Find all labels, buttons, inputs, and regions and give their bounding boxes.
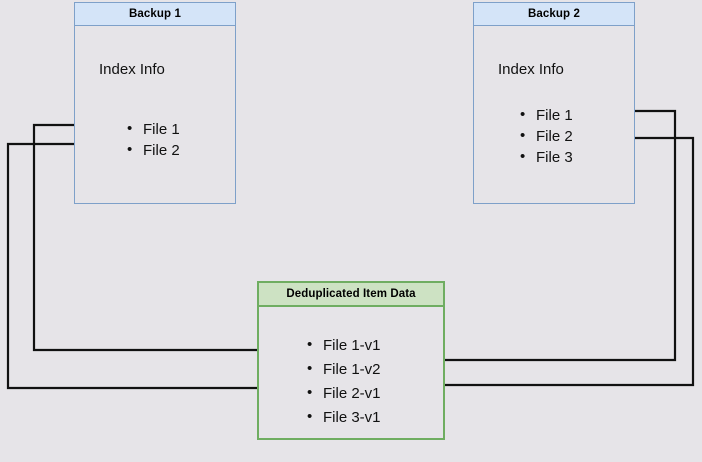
backup1-body: Index Info File 1 File 2: [75, 26, 235, 226]
backup1-title: Backup 1: [129, 8, 181, 20]
dedup-item[interactable]: File 3-v1: [307, 405, 381, 430]
backup2-file-list: File 1 File 2 File 3: [520, 104, 573, 168]
backup2-body: Index Info File 1 File 2 File 3: [474, 26, 634, 226]
dedup-item-list: File 1-v1 File 1-v2 File 2-v1 File 3-v1: [307, 333, 381, 430]
diagram-canvas: Backup 1 Index Info File 1 File 2 Backup…: [0, 0, 702, 442]
backup2-box[interactable]: Backup 2 Index Info File 1 File 2 File 3: [473, 2, 635, 204]
dedup-item[interactable]: File 1-v1: [307, 333, 381, 358]
backup1-file-item[interactable]: File 1: [127, 118, 180, 140]
dedup-item[interactable]: File 1-v2: [307, 357, 381, 382]
backup1-box[interactable]: Backup 1 Index Info File 1 File 2: [74, 2, 236, 204]
backup1-header: Backup 1: [75, 3, 235, 26]
dedup-box[interactable]: Deduplicated Item Data File 1-v1 File 1-…: [257, 281, 445, 440]
backup2-file-item[interactable]: File 3: [520, 146, 573, 168]
dedup-header: Deduplicated Item Data: [259, 283, 443, 307]
backup1-file-list: File 1 File 2: [127, 118, 180, 161]
backup2-title: Backup 2: [528, 8, 580, 20]
dedup-item[interactable]: File 2-v1: [307, 381, 381, 406]
backup1-index-info-label: Index Info: [99, 61, 165, 78]
dedup-title: Deduplicated Item Data: [286, 288, 416, 300]
dedup-body: File 1-v1 File 1-v2 File 2-v1 File 3-v1: [259, 307, 443, 462]
backup2-index-info-label: Index Info: [498, 61, 564, 78]
backup2-header: Backup 2: [474, 3, 634, 26]
backup2-file-item[interactable]: File 1: [520, 104, 573, 126]
backup2-file-item[interactable]: File 2: [520, 125, 573, 147]
backup1-file-item[interactable]: File 2: [127, 139, 180, 161]
